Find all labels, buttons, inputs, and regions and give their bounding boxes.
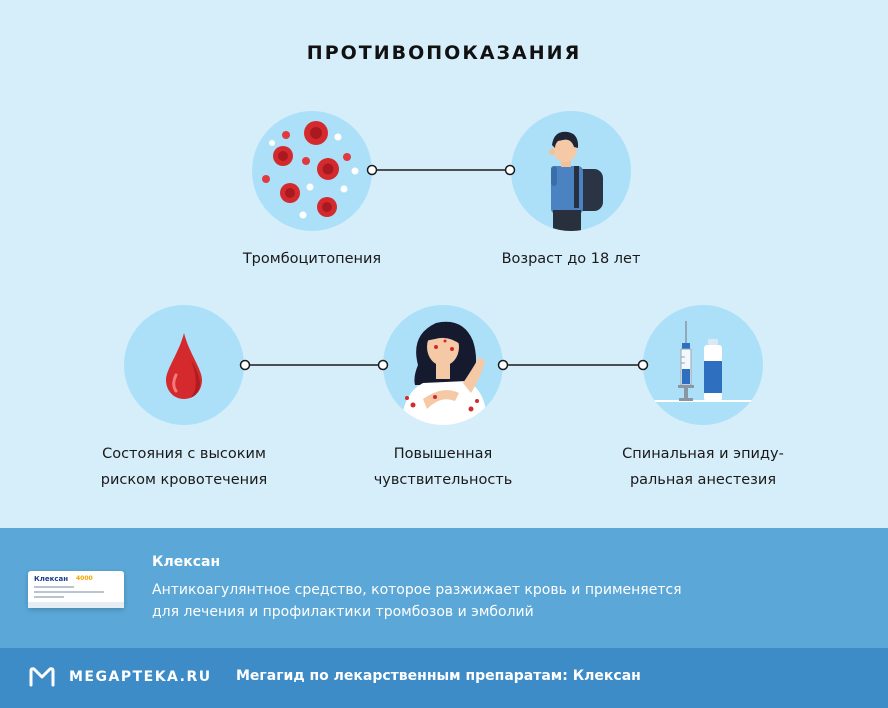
thrombocytopenia-illustration bbox=[252, 111, 372, 231]
pack-text-line bbox=[34, 596, 64, 598]
blood-cells-icon bbox=[262, 121, 359, 219]
connector-line bbox=[239, 359, 389, 371]
label-line: чувствительность bbox=[373, 472, 513, 488]
description-line: Антикоагулянтное средство, которое разжи… bbox=[152, 582, 682, 598]
label-line: Повышенная bbox=[393, 446, 493, 462]
drug-package-image: Клексан 4000 bbox=[28, 571, 124, 608]
label-thrombocytopenia: Тромбоцитопения bbox=[242, 251, 382, 267]
label-line: Спинальная и эпиду- bbox=[622, 446, 784, 462]
logo-text[interactable]: MEGAPTEKA.RU bbox=[69, 669, 212, 685]
label-line: Состояния с высоким bbox=[102, 446, 266, 462]
pack-text-line bbox=[34, 591, 104, 593]
label-line: риском кровотечения bbox=[100, 472, 268, 488]
age-illustration bbox=[511, 111, 631, 231]
label-age: Возраст до 18 лет bbox=[501, 251, 641, 267]
pack-stripe bbox=[28, 602, 124, 608]
drug-info-band bbox=[0, 528, 888, 648]
footer-band bbox=[0, 648, 888, 708]
blood-drop-icon bbox=[166, 333, 202, 399]
megapteka-logo-icon[interactable] bbox=[29, 666, 55, 688]
description-line: для лечения и профилактики тромбозов и э… bbox=[152, 604, 534, 620]
allergic-woman-icon bbox=[401, 321, 487, 425]
bleeding-risk-illustration bbox=[124, 305, 244, 425]
schoolboy-icon bbox=[549, 131, 603, 231]
label-line: ральная анестезия bbox=[629, 472, 777, 488]
pack-dose: 4000 bbox=[76, 575, 93, 582]
connector-line bbox=[366, 164, 516, 176]
page-title: ПРОТИВОПОКАЗАНИЯ bbox=[306, 42, 582, 64]
drug-name: Клексан bbox=[152, 554, 221, 570]
pack-brand: Клексан bbox=[34, 575, 69, 583]
anesthesia-illustration bbox=[643, 305, 763, 425]
syringe-vial-icon bbox=[653, 321, 753, 402]
drug-description: Антикоагулянтное средство, которое разжи… bbox=[152, 579, 772, 623]
label-hypersensitivity: Повышенная чувствительность bbox=[323, 441, 563, 493]
hypersensitivity-illustration bbox=[383, 305, 503, 425]
pack-text-line bbox=[34, 586, 74, 588]
footer-caption: Мегагид по лекарственным препаратам: Кле… bbox=[236, 668, 641, 684]
label-anesthesia: Спинальная и эпиду- ральная анестезия bbox=[583, 441, 823, 493]
label-bleeding-risk: Состояния с высоким риском кровотечения bbox=[64, 441, 304, 493]
connector-line bbox=[497, 359, 649, 371]
